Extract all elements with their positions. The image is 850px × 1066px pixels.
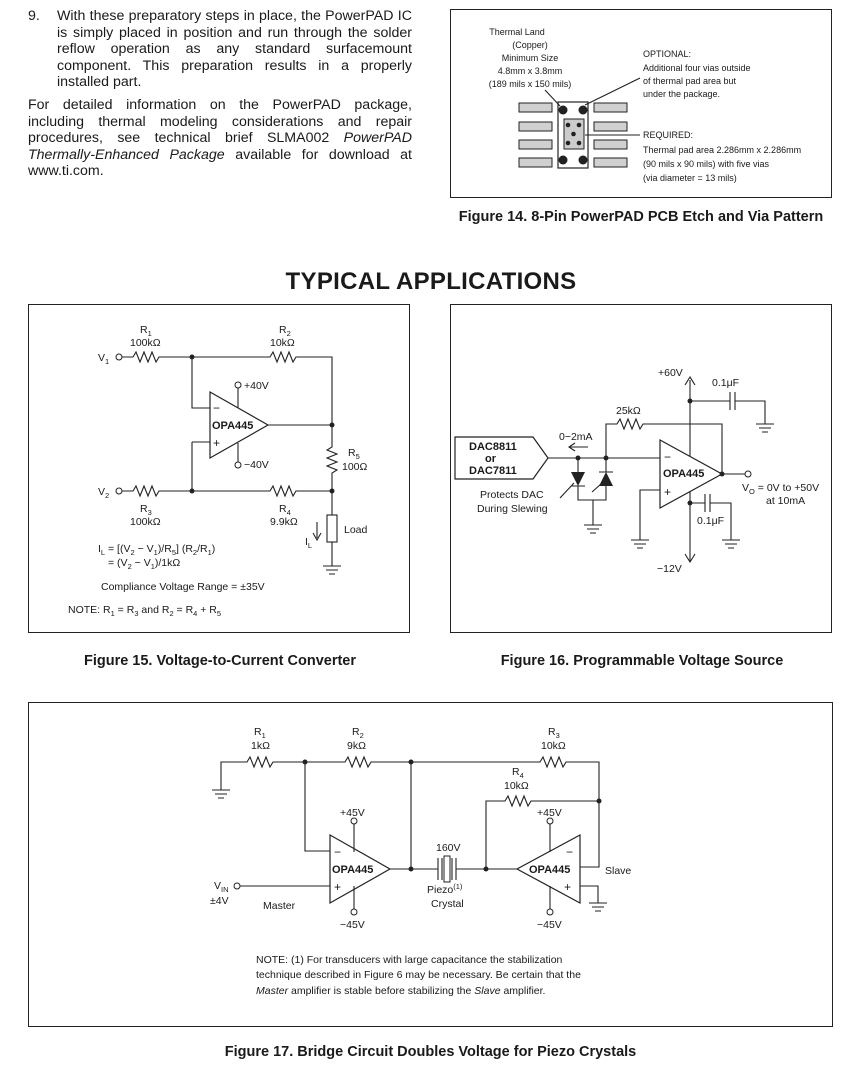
list-item-9: 9. With these preparatory steps in place… bbox=[28, 8, 412, 91]
figure-17-box bbox=[28, 702, 833, 1027]
powerpad-reference-paragraph: For detailed information on the PowerPAD… bbox=[28, 97, 412, 180]
figure-14-caption: Figure 14. 8-Pin PowerPAD PCB Etch and V… bbox=[458, 209, 824, 225]
list-number: 9. bbox=[28, 8, 40, 24]
section-title: TYPICAL APPLICATIONS bbox=[285, 268, 577, 295]
paragraph-text: For detailed information on the PowerPAD… bbox=[28, 96, 412, 147]
document-title-italic: PowerPAD Thermally-Enhanced Package bbox=[28, 130, 412, 163]
intro-section: 9. With these preparatory steps in place… bbox=[28, 8, 412, 180]
figure-15-caption: Figure 15. Voltage-to-Current Converter bbox=[83, 653, 357, 669]
paragraph-tail: available for download at www.ti.com. bbox=[28, 146, 412, 180]
figure-16-box bbox=[450, 304, 832, 633]
figure-15-box bbox=[28, 304, 410, 633]
figure-16-caption: Figure 16. Programmable Voltage Source bbox=[500, 653, 784, 669]
figure-14-box bbox=[450, 9, 832, 198]
list-item-text: With these preparatory steps in place, t… bbox=[57, 8, 412, 91]
figure-17-caption: Figure 17. Bridge Circuit Doubles Voltag… bbox=[224, 1044, 637, 1060]
